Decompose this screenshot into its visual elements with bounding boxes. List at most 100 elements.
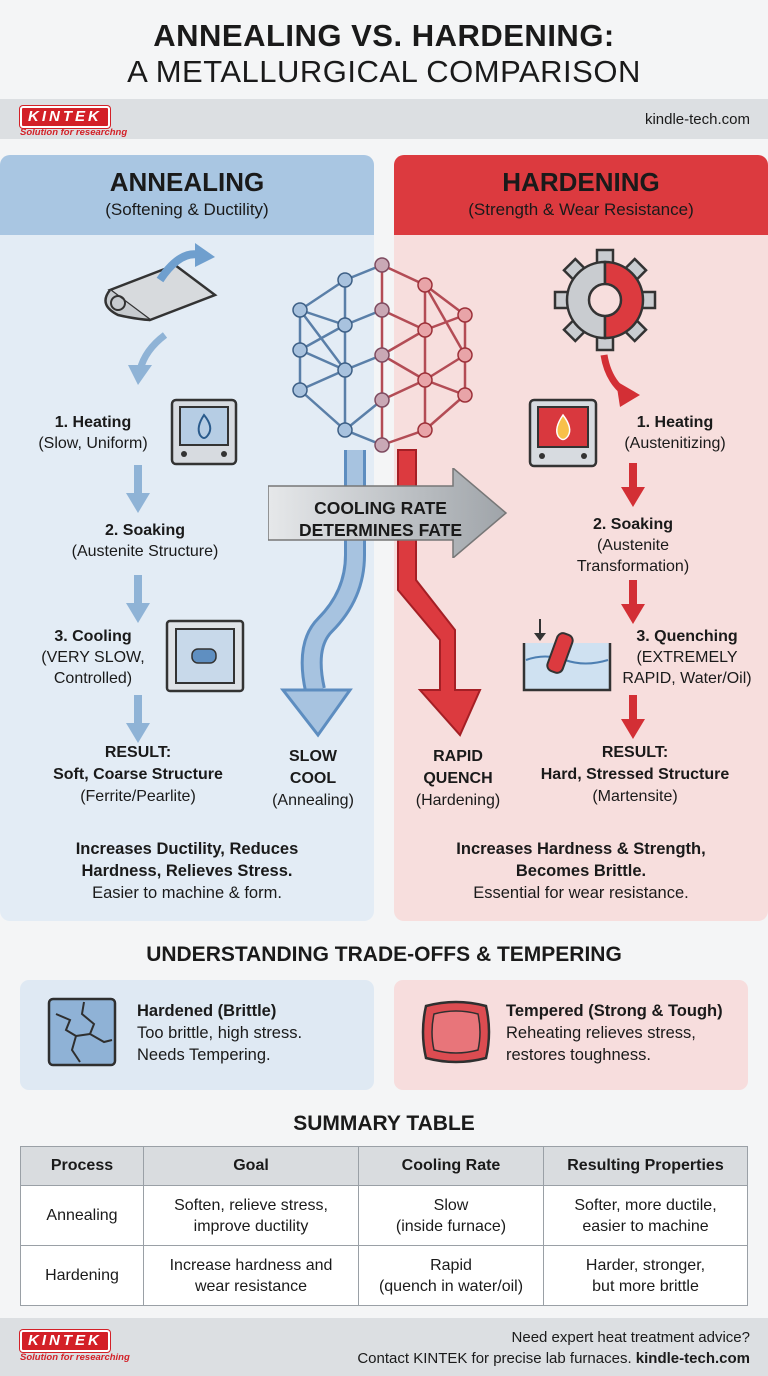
cell-line: Softer, more ductile, [574,1196,717,1214]
col-header-goal: Goal [143,1146,359,1186]
hardening-title: HARDENING [502,167,660,197]
cracked-block-icon [47,997,117,1067]
hardening-step-3: 3. Quenching (EXTREMELY RAPID, Water/Oil… [612,626,762,689]
hardening-summary: Increases Hardness & Strength, Becomes B… [394,838,768,904]
hardening-flow-arrows [600,354,645,739]
col-header-process: Process [20,1146,144,1186]
hardened-line: Too brittle, high stress. [137,1024,303,1042]
cooling-rate-line2: DETERMINES FATE [298,520,463,540]
rolled-sheet-icon [104,243,218,322]
tempered-title: Tempered (Strong & Tough) [506,1002,723,1020]
col-header-cooling-rate: Cooling Rate [358,1146,544,1186]
website-link[interactable]: kindle-tech.com [644,111,750,128]
step-detail: (Austenite [596,537,670,554]
summary-line: Increases Hardness & Strength, [456,840,706,858]
summary-table-heading: SUMMARY TABLE [293,1112,475,1135]
page-title: ANNEALING VS. HARDENING: [153,18,615,53]
cell-line: Slow [433,1196,469,1214]
annealing-step-1: 1. Heating (Slow, Uniform) [20,412,166,454]
col-header-properties: Resulting Properties [543,1146,748,1186]
summary-line: Increases Ductility, Reduces [75,840,299,858]
hardening-step-1: 1. Heating (Austenitizing) [600,412,750,454]
rapid-line3: (Hardening) [415,792,501,809]
logo-tagline: Solution for researchng [20,127,128,138]
summary-table: Process Goal Cooling Rate Resulting Prop… [20,1146,748,1306]
annealing-summary: Increases Ductility, Reduces Hardness, R… [0,838,374,904]
cell-line: wear resistance [194,1277,308,1295]
top-brand-bar [0,99,768,139]
kintek-logo[interactable]: KINTEK [20,106,110,128]
cell-line: Rapid [430,1256,472,1274]
slow-cool-label: SLOW COOL (Annealing) [258,746,368,812]
rapid-quench-arrow [397,449,482,737]
annealing-step-3: 3. Cooling (VERY SLOW, Controlled) [20,626,166,689]
furnace-icon-hardening [528,398,598,468]
tempered-line: Reheating relieves stress, [506,1024,696,1042]
rapid-quench-label: RAPID QUENCH (Hardening) [400,746,516,812]
cell-properties: Softer, more ductile, easier to machine [543,1185,748,1246]
footer-line1: Need expert heat treatment advice? [511,1329,750,1346]
annealing-flow-arrows [126,332,168,743]
process-diagram [104,243,657,743]
step-detail: (EXTREMELY [636,649,738,666]
tempered-block-icon [421,1000,491,1064]
table-header-row: Process Goal Cooling Rate Resulting Prop… [20,1146,748,1186]
annealing-step-2: 2. Soaking (Austenite Structure) [30,520,260,562]
step-detail: (Austenite Structure) [71,543,219,560]
hardening-subtitle: (Strength & Wear Resistance) [468,200,694,219]
result-detail: (Martensite) [592,788,678,805]
furnace-icon-annealing [170,398,238,466]
cell-process: Annealing [20,1185,144,1246]
result-value: Soft, Coarse Structure [53,766,223,783]
step-label: 3. Cooling [54,628,132,645]
summary-line: Essential for wear resistance. [473,884,689,902]
crystal-lattice-icon [292,257,473,453]
cell-line: easier to machine [582,1217,709,1235]
footer-bar [0,1318,768,1376]
step-detail: RAPID, Water/Oil) [622,670,752,687]
cell-line: Harder, stronger, [585,1256,706,1274]
result-value: Hard, Stressed Structure [540,766,730,783]
step-label: 1. Heating [636,414,714,431]
slow-line3: (Annealing) [272,792,354,809]
result-label: RESULT: [104,744,172,761]
summary-line: Easier to machine & form. [92,884,282,902]
cell-line: Soften, relieve stress, [174,1196,328,1214]
step-detail: Controlled) [53,670,133,687]
gear-icon [553,248,657,352]
step-label: 1. Heating [54,414,132,431]
cooling-chamber-icon [165,619,245,693]
rapid-line2: QUENCH [423,770,493,787]
step-detail: (VERY SLOW, [41,649,145,666]
hardened-text: Hardened (Brittle) Too brittle, high str… [137,1000,302,1066]
cooling-rate-arrow [268,468,508,558]
slow-line1: SLOW [289,748,337,765]
hardening-result: RESULT: Hard, Stressed Structure (Marten… [522,742,748,808]
tradeoffs-heading: UNDERSTANDING TRADE-OFFS & TEMPERING [146,943,622,966]
result-detail: (Ferrite/Pearlite) [80,788,196,805]
annealing-header [0,155,374,235]
table-row: Annealing Soften, relieve stress, improve… [20,1185,748,1246]
slow-line2: COOL [289,770,337,787]
cooling-rate-label: COOLING RATE DETERMINES FATE [268,497,493,541]
footer-cta: Need expert heat treatment advice? Conta… [357,1327,750,1369]
step-detail: (Slow, Uniform) [38,435,148,452]
kintek-logo-footer[interactable]: KINTEK [20,1330,110,1352]
cell-line: (quench in water/oil) [378,1277,524,1295]
footer-contact-text: Contact KINTEK for precise lab furnaces. [357,1350,632,1367]
hardening-step-2: 2. Soaking (Austenite Transformation) [548,514,718,577]
cell-process: Hardening [20,1245,144,1306]
tempered-line: restores toughness. [506,1046,651,1064]
step-label: 2. Soaking [104,522,186,539]
hardening-header [394,155,768,235]
cell-line: improve ductility [193,1217,309,1235]
footer-website-link[interactable]: kindle-tech.com [635,1350,750,1367]
hardened-line: Needs Tempering. [137,1046,271,1064]
hardened-title: Hardened (Brittle) [137,1002,277,1020]
rapid-line1: RAPID [433,748,483,765]
cell-line: but more brittle [592,1277,699,1295]
slow-cool-arrow [279,450,366,738]
cell-properties: Harder, stronger, but more brittle [543,1245,748,1306]
summary-line: Becomes Brittle. [515,862,647,880]
